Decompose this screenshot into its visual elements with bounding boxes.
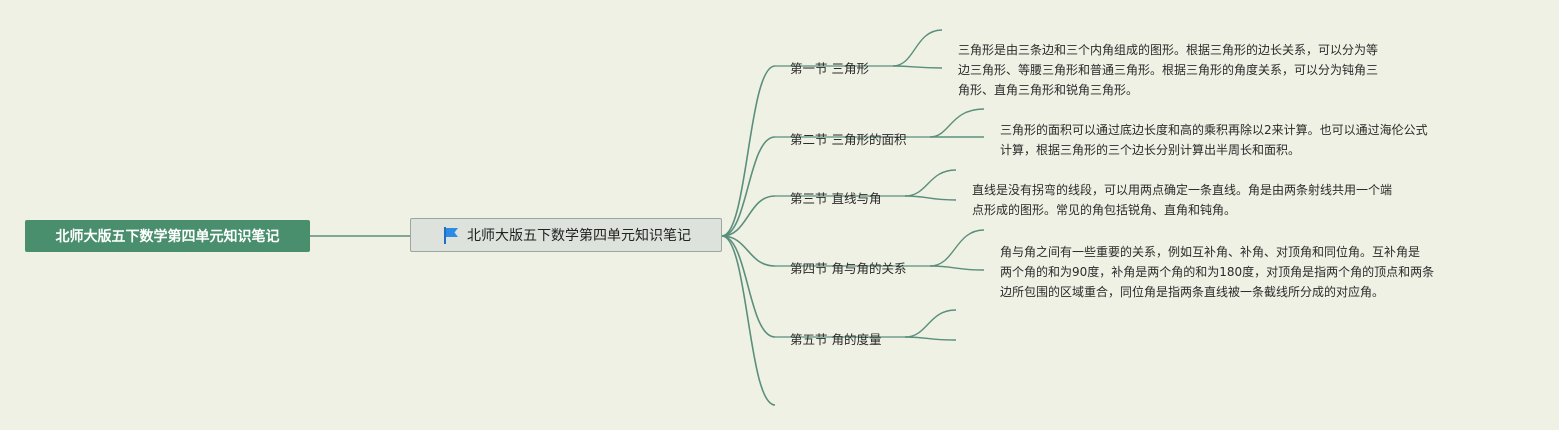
section-2-description[interactable]: 三角形的面积可以通过底边长度和高的乘积再除以2来计算。也可以通过海伦公式 计算，…	[1000, 120, 1428, 160]
description-line: 直线是没有拐弯的线段，可以用两点确定一条直线。角是由两条射线共用一个端	[972, 183, 1393, 197]
flag-icon	[441, 225, 461, 245]
branch-title: 第四节 角与角的关系	[790, 261, 907, 276]
description-line: 角形、直角三角形和锐角三角形。	[958, 83, 1139, 97]
branch-title: 第一节 三角形	[790, 61, 869, 76]
branch-connector-1	[721, 65, 776, 237]
description-line: 三角形是由三条边和三个内角组成的图形。根据三角形的边长关系，可以分为等	[958, 43, 1379, 57]
branch-connector-5	[721, 235, 776, 338]
section-4-description[interactable]: 角与角之间有一些重要的关系，例如互补角、补角、对顶角和同位角。互补角是 两个角的…	[1000, 242, 1434, 302]
branch-section-1[interactable]: 第一节 三角形	[790, 58, 869, 77]
root-node-label: 北师大版五下数学第四单元知识笔记	[55, 229, 280, 245]
branch-section-4[interactable]: 第四节 角与角的关系	[790, 258, 906, 277]
description-line: 点形成的图形。常见的角包括锐角、直角和钝角。	[972, 203, 1237, 217]
central-topic-label: 北师大版五下数学第四单元知识笔记	[467, 228, 691, 244]
section-3-description[interactable]: 直线是没有拐弯的线段，可以用两点确定一条直线。角是由两条射线共用一个端 点形成的…	[972, 180, 1392, 220]
branch-section-5[interactable]: 第五节 角的度量	[790, 329, 881, 348]
branch-connector-3	[721, 195, 776, 237]
section-1-description[interactable]: 三角形是由三条边和三个内角组成的图形。根据三角形的边长关系，可以分为等 边三角形…	[958, 40, 1378, 100]
branch-section-2[interactable]: 第二节 三角形的面积	[790, 129, 906, 148]
central-topic-node[interactable]: 北师大版五下数学第四单元知识笔记	[410, 218, 722, 252]
branch-title: 第三节 直线与角	[790, 191, 882, 206]
branch-connector-2	[721, 136, 776, 237]
branch-connector-6	[721, 235, 776, 406]
description-line: 边三角形、等腰三角形和普通三角形。根据三角形的角度关系，可以分为钝角三	[958, 63, 1379, 77]
description-line: 三角形的面积可以通过底边长度和高的乘积再除以2来计算。也可以通过海伦公式	[1000, 123, 1428, 137]
branch-title: 第二节 三角形的面积	[790, 132, 907, 147]
description-line: 计算，根据三角形的三个边长分别计算出半周长和面积。	[1000, 143, 1301, 157]
description-line: 角与角之间有一些重要的关系，例如互补角、补角、对顶角和同位角。互补角是	[1000, 245, 1421, 259]
branch-connector-4	[721, 235, 776, 267]
branch-section-3[interactable]: 第三节 直线与角	[790, 188, 881, 207]
branch-title: 第五节 角的度量	[790, 332, 882, 347]
description-line: 边所包围的区域重合，同位角是指两条直线被一条截线所分成的对应角。	[1000, 285, 1385, 299]
root-node[interactable]: 北师大版五下数学第四单元知识笔记	[25, 220, 310, 252]
description-line: 两个角的和为90度，补角是两个角的和为180度，对顶角是指两个角的顶点和两条	[1000, 265, 1435, 279]
